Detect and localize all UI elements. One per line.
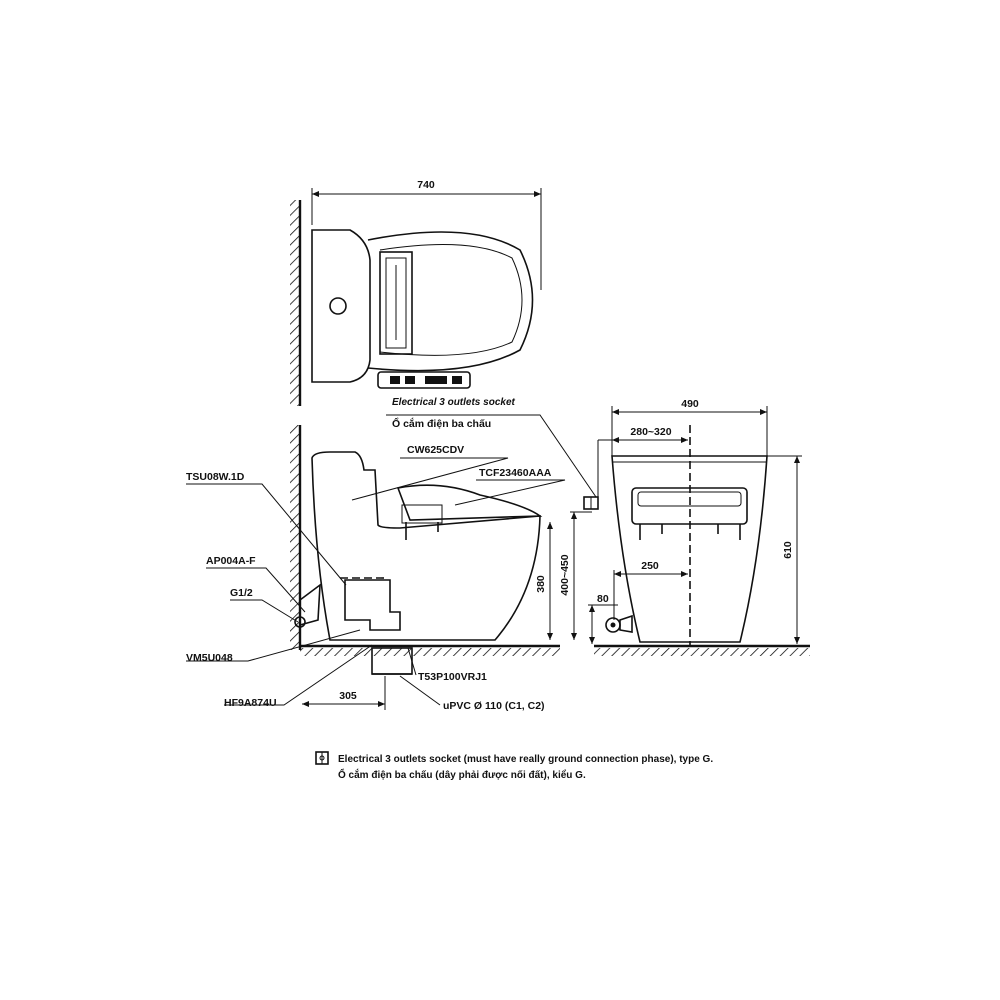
- remote-button-4: [452, 376, 462, 384]
- label-t53p100vrj1: T53P100VRJ1: [418, 671, 487, 683]
- water-inlet-icon: [294, 616, 306, 628]
- dim-label-610: 610: [782, 541, 794, 559]
- seat-hinge-inner: [385, 257, 407, 349]
- label-socket-vi: Ổ cắm điện ba chấu: [392, 417, 491, 430]
- remote-button-3: [425, 376, 447, 384]
- top-view: 740: [290, 179, 542, 406]
- label-hf9a874u: HF9A874U: [224, 697, 277, 709]
- front-view: 490 280~320 610 250 80: [588, 398, 810, 656]
- wall-hatch-top: [290, 200, 300, 406]
- tank-outline-top: [311, 229, 371, 383]
- leader-tsu: [186, 483, 347, 586]
- note-line-vi: Ổ cắm điện ba chấu (dây phải được nối đấ…: [338, 768, 586, 781]
- leader-lines: [186, 414, 597, 706]
- label-socket-en: Electrical 3 outlets socket: [392, 397, 516, 408]
- leader-socket: [386, 414, 597, 498]
- label-g12: G1/2: [230, 587, 253, 599]
- toilet-body-front: [611, 455, 768, 643]
- remote-button-2: [405, 376, 415, 384]
- remote-control: [377, 371, 471, 389]
- label-tsu08w: TSU08W.1D: [186, 471, 245, 483]
- leader-cw625cdv: [351, 457, 509, 501]
- label-tcf23460aaa: TCF23460AAA: [479, 467, 552, 479]
- flush-button-icon: [329, 297, 347, 315]
- label-ap004a: AP004A-F: [206, 555, 256, 567]
- leader-g12: [230, 599, 299, 623]
- seat-outline-top: [379, 244, 523, 356]
- dim-label-80: 80: [597, 593, 609, 605]
- seat-hinge-unit: [379, 251, 413, 355]
- wall-hatch-side: [290, 425, 300, 650]
- trap-outline: [344, 579, 401, 631]
- remote-button-1: [390, 376, 400, 384]
- toilet-body-side: [311, 451, 541, 641]
- stop-valve: [299, 583, 321, 626]
- dim-label-305: 305: [339, 690, 357, 702]
- bowl-outline-top: [367, 231, 534, 372]
- inlet-hose: [619, 614, 633, 633]
- leader-vm5u048: [186, 629, 361, 662]
- dim-label-380: 380: [535, 575, 547, 593]
- leader-hf9a874u: [224, 644, 373, 706]
- label-vm5u048: VM5U048: [186, 652, 233, 664]
- dim-label-490: 490: [681, 398, 699, 410]
- floor-hatch-side: [300, 648, 560, 656]
- seat-base-side: [401, 504, 443, 524]
- leader-tcf: [454, 479, 566, 506]
- footnote: Electrical 3 outlets socket (must have r…: [315, 751, 713, 781]
- side-view: 380 400~450 305: [290, 425, 599, 710]
- leader-upvc: [399, 675, 441, 706]
- note-socket-ground: [319, 755, 325, 761]
- dim-label-400-450: 400~450: [559, 554, 571, 595]
- dim-label-250: 250: [641, 560, 659, 572]
- leader-ap004a: [206, 567, 306, 613]
- callout-labels: Electrical 3 outlets socket Ổ cắm điện b…: [186, 397, 552, 712]
- floor-hatch-front: [594, 648, 810, 656]
- leader-t53: [407, 647, 417, 676]
- note-line-en: Electrical 3 outlets socket (must have r…: [338, 754, 713, 765]
- dim-label-740: 740: [417, 179, 435, 191]
- label-cw625cdv: CW625CDV: [407, 444, 464, 456]
- dim-label-280-320: 280~320: [630, 426, 671, 438]
- label-upvc: uPVC Ø 110 (C1, C2): [443, 700, 545, 712]
- inlet-valve-center: [610, 622, 616, 628]
- seat-unit-side: [396, 484, 543, 521]
